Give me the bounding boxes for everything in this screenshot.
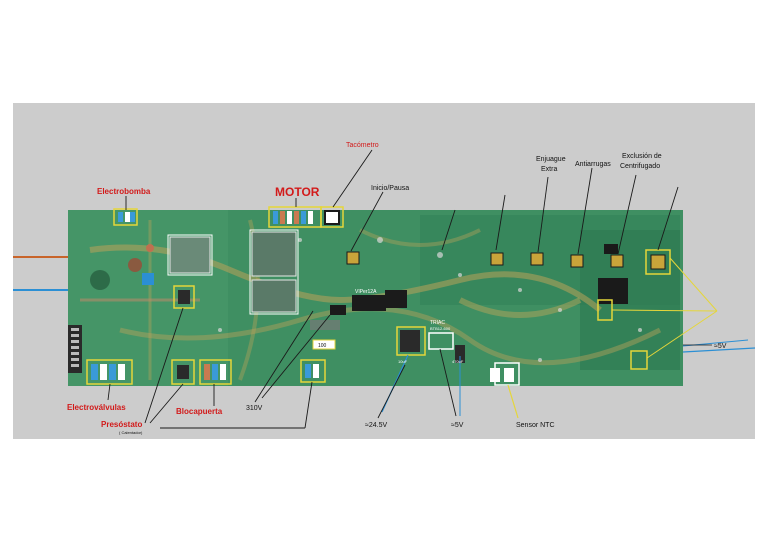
label-exclusion-2: Centrifugado xyxy=(620,163,660,170)
label-antiarrugas: Antiarrugas xyxy=(575,161,611,168)
label-sensor-ntc: Sensor NTC xyxy=(516,422,555,429)
connector-310v xyxy=(300,359,326,383)
board-text-triac: TRIAC xyxy=(430,320,445,326)
board-text-cap-100: 100 xyxy=(318,343,327,349)
board-text-viper: VIPer12A xyxy=(355,289,377,295)
label-electrobomba: Electrobomba xyxy=(97,187,151,196)
label-electrovalvulas: Electroválvulas xyxy=(67,403,126,412)
pcb-board xyxy=(68,210,683,386)
label-enjuague-1: Enjuague xyxy=(536,156,566,163)
board-text-cap-2: 470uF xyxy=(452,359,464,364)
label-exclusion-1: Exclusión de xyxy=(622,153,662,160)
blue-wire-right xyxy=(682,347,756,353)
annotation-lines xyxy=(107,149,679,429)
highlight-relay-2 xyxy=(249,229,299,315)
label-tacometro: Tacómetro xyxy=(346,142,379,149)
board-text-triac-part: BTB12-600 xyxy=(430,326,451,331)
box-5v-right xyxy=(630,350,648,370)
connector-presostato xyxy=(173,285,195,309)
highlight-relay-1 xyxy=(167,234,213,276)
box-triac xyxy=(428,332,454,350)
viper-chip xyxy=(352,295,386,311)
label-motor: MOTOR xyxy=(275,185,320,199)
label-presostato: Presóstato xyxy=(101,420,142,429)
label-enjuague-2: Extra xyxy=(541,166,557,173)
connector-electrobomba xyxy=(113,208,138,226)
label-presostato-sub: ( Calentador) xyxy=(119,430,143,435)
label-310v: 310V xyxy=(246,405,263,412)
box-ntc xyxy=(494,362,520,386)
label-blocapuerta: Blocapuerta xyxy=(176,407,223,416)
label-5v-bottom: ≈5V xyxy=(451,422,464,429)
board-text-cap-1: 10uF xyxy=(398,359,408,364)
label-5v-right: ≈5V xyxy=(714,343,727,350)
connector-tacometro xyxy=(320,206,344,228)
connector-electrovalvulas xyxy=(86,359,133,385)
label-24v: ≈24.5V xyxy=(365,422,387,429)
cap-100-box xyxy=(312,339,336,350)
connector-blocapuerta xyxy=(199,359,232,385)
label-inicio-pausa: Inicio/Pausa xyxy=(371,185,409,192)
box-24v xyxy=(396,326,426,356)
